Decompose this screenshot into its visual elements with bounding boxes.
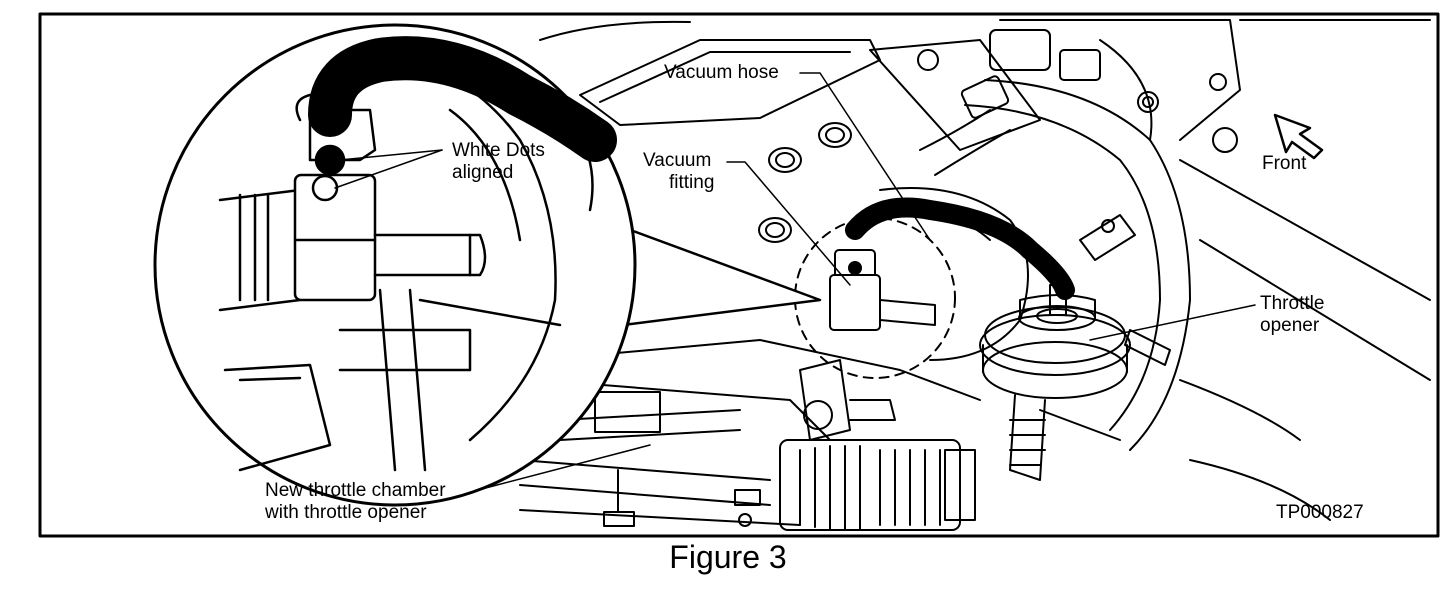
label-white-dots-line2: aligned <box>452 162 514 183</box>
vacuum-fitting <box>829 249 936 331</box>
label-new-chamber-line2: with throttle opener <box>265 502 427 523</box>
front-arrow-icon <box>1273 113 1324 160</box>
label-white-dots-line1: White Dots <box>452 140 545 161</box>
engine-background <box>519 19 1431 531</box>
label-throttle-opener-line1: Throttle <box>1260 293 1325 314</box>
figure-code: TP000827 <box>1276 502 1364 523</box>
figure-frame <box>38 12 1440 538</box>
magnified-inset <box>153 23 637 507</box>
leader-lines <box>334 72 1256 491</box>
label-vacuum-fitting-line1: Vacuum <box>643 150 712 171</box>
vacuum-hose <box>845 197 1075 300</box>
detail-highlight-circle <box>794 217 956 379</box>
label-front: Front <box>1262 153 1307 174</box>
label-vacuum-hose: Vacuum hose <box>664 62 779 83</box>
label-vacuum-fitting-line2: fitting <box>669 172 715 193</box>
label-new-chamber-line1: New throttle chamber <box>265 480 446 501</box>
label-throttle-opener-line2: opener <box>1260 315 1320 336</box>
figure-caption: Figure 3 <box>669 539 787 575</box>
